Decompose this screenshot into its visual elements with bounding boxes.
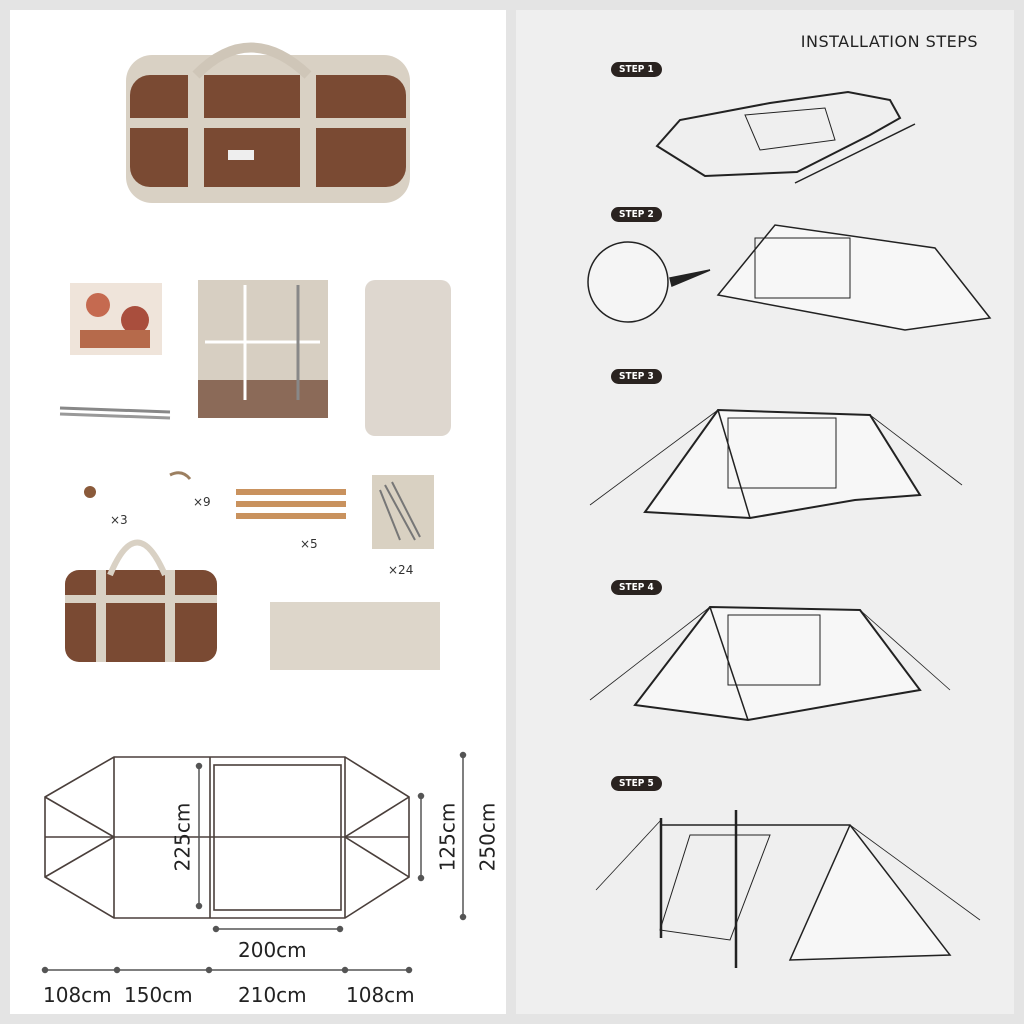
step-3-badge: STEP 3 [611,369,662,384]
step-4-illustration [589,605,951,722]
poles-set [59,406,171,420]
installation-title: INSTALLATION STEPS [800,32,978,51]
tent-body-packed [198,280,328,418]
inner-tent-packed [365,280,451,436]
contents-illustration [41,42,467,974]
wood-ball-quantity: ×3 [110,513,128,527]
guy-rope [169,471,192,480]
product-contents-panel: ×3 ×9 ×5 ×24 225cm 125cm 250cm 200cm 108… [10,10,506,1014]
rope-quantity: ×9 [193,495,211,509]
end-height-label: 125cm [435,802,460,872]
wood-ball [84,486,96,498]
step-1-illustration [655,90,916,184]
segment-label-2: 150cm [124,983,193,1007]
small-carry-bag [65,539,217,662]
step-5-badge: STEP 5 [611,776,662,791]
step-4-badge: STEP 4 [611,580,662,595]
decorative-rug [70,283,162,355]
pole-quantity: ×5 [300,537,318,551]
step-1-badge: STEP 1 [611,62,662,77]
total-height-label: 250cm [475,802,500,872]
wooden-poles [236,489,346,519]
segment-label-4: 108cm [346,983,415,1007]
stakes-bag [372,475,434,549]
floor-plan [44,756,410,919]
installation-steps-panel: INSTALLATION STEPS STEP 1 STEP 2 STEP 3 … [516,10,1014,1014]
large-carry-bag [126,42,410,203]
segment-label-1: 108cm [43,983,112,1007]
step-2-badge: STEP 2 [611,207,662,222]
floor-width-label: 200cm [238,938,307,962]
inner-height-label: 225cm [170,802,195,872]
stake-quantity: ×24 [388,563,414,577]
step-5-illustration [595,810,981,968]
stuff-sack [270,602,440,670]
segment-label-3: 210cm [238,983,307,1007]
step-3-illustration [589,408,963,520]
dimension-lines [41,751,467,974]
step-2-illustration [587,224,992,331]
